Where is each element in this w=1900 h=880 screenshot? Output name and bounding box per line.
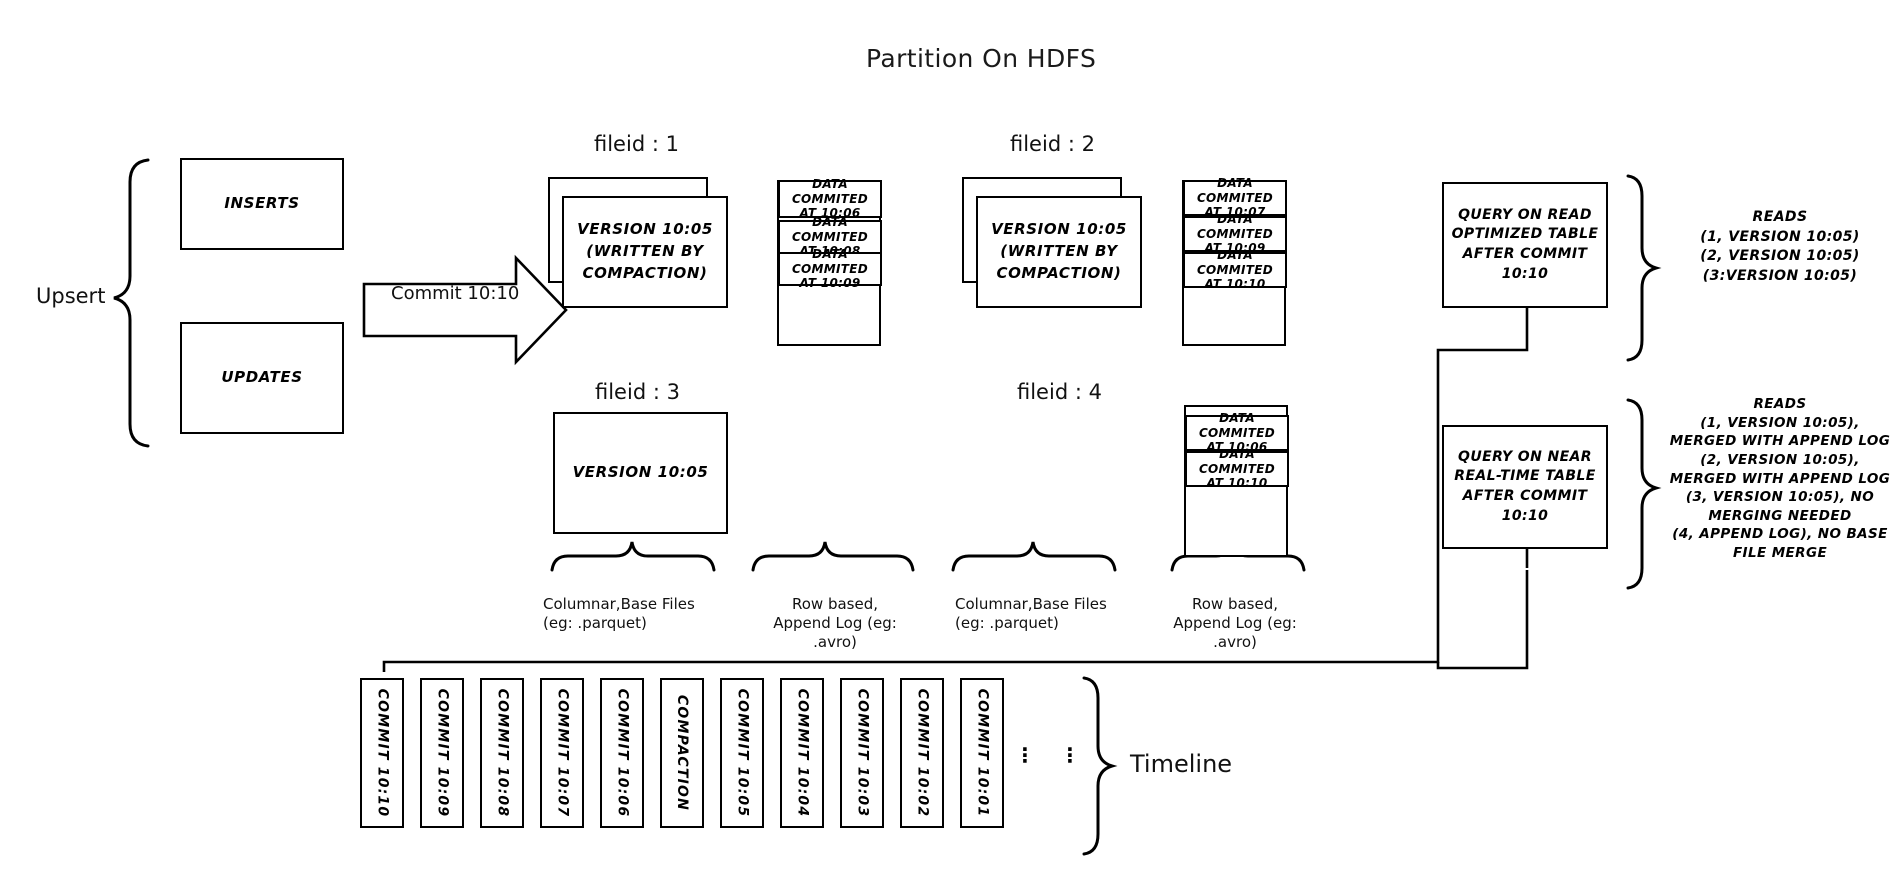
timeline-item-label: COMMIT 10:04 [794,688,811,818]
fileid-3-label: fileid : 3 [595,380,680,404]
fileid-1-log-entry-1: DATA COMMITED AT 10:06 [778,177,882,220]
updates-box: UPDATES [180,322,344,434]
timeline-item-label: COMMIT 10:07 [554,688,571,818]
fileid-3-base-file: VERSION 10:05 [553,412,728,534]
fileid-2-base-file: VERSION 10:05 (WRITTEN BY COMPACTION) [976,196,1142,308]
inserts-label: INSERTS [224,194,300,213]
timeline-item-2[interactable]: COMMIT 10:08 [480,678,524,828]
query-read-optimized-text: QUERY ON READ OPTIMIZED TABLE AFTER COMM… [1451,206,1599,282]
page-title: Partition On HDFS [866,44,1097,73]
fileid-2-base-file-text: VERSION 10:05 (WRITTEN BY COMPACTION) [991,220,1127,282]
timeline-item-0[interactable]: COMMIT 10:10 [360,678,404,828]
fileid-1-log-frame: DATA COMMITED AT 10:06 DATA COMMITED AT … [777,177,882,346]
fileid-1-label: fileid : 1 [594,132,679,156]
fileid-4-label: fileid : 4 [1017,380,1102,404]
inserts-box: INSERTS [180,158,344,250]
timeline-item-label: COMMIT 10:03 [854,688,871,818]
fileid-4-log-entry-2: DATA COMMITED AT 10:10 [1185,447,1289,490]
query-near-real-time-text: QUERY ON NEAR REAL-TIME TABLE AFTER COMM… [1454,448,1596,524]
fileid-2-log-entry-1: DATA COMMITED AT 10:07 [1183,176,1287,219]
updates-label: UPDATES [221,368,303,387]
timeline-item-7[interactable]: COMMIT 10:04 [780,678,824,828]
fileid-4-log-frame: DATA COMMITED AT 10:06 DATA COMMITED AT … [1184,405,1289,557]
fileid-2-log-entry-3: DATA COMMITED AT 10:10 [1183,248,1287,291]
timeline-item-3[interactable]: COMMIT 10:07 [540,678,584,828]
reads-near-real-time: READS (1, VERSION 10:05), MERGED WITH AP… [1669,396,1891,561]
timeline-item-label: COMMIT 10:09 [434,688,451,818]
reads-read-optimized: READS (1, VERSION 10:05) (2, VERSION 10:… [1700,209,1860,284]
commit-arrow-label: Commit 10:10 [391,283,520,304]
fileid-1-base-file-text: VERSION 10:05 (WRITTEN BY COMPACTION) [577,220,713,282]
timeline-item-8[interactable]: COMMIT 10:03 [840,678,884,828]
timeline-item-label: COMMIT 10:10 [374,688,391,818]
fileid-4-log-entry-1: DATA COMMITED AT 10:06 [1185,411,1289,454]
timeline-item-label: COMMIT 10:01 [974,688,991,818]
timeline-item-label: COMMIT 10:06 [614,688,631,818]
timeline-item-10[interactable]: COMMIT 10:01 [960,678,1004,828]
caption-rowlog-right: Row based, Append Log (eg: .avro) [1173,595,1297,651]
timeline-item-label: COMMIT 10:05 [734,688,751,818]
upsert-label: Upsert [36,284,106,308]
timeline-label: Timeline [1130,750,1233,778]
fileid-2-label: fileid : 2 [1010,132,1095,156]
timeline-ellipsis-1: ⋮ [1015,743,1035,767]
fileid-3-base-file-text: VERSION 10:05 [572,463,709,482]
fileid-2-log-entry-2: DATA COMMITED AT 10:09 [1183,212,1287,255]
timeline-ellipsis-2: ⋮ [1060,743,1080,767]
timeline-item-5[interactable]: COMPACTION [660,678,704,828]
timeline-item-label: COMMIT 10:02 [914,688,931,818]
query-read-optimized-box[interactable]: QUERY ON READ OPTIMIZED TABLE AFTER COMM… [1442,182,1608,308]
fileid-1-base-file: VERSION 10:05 (WRITTEN BY COMPACTION) [562,196,728,308]
caption-columnar-left: Columnar,Base Files (eg: .parquet) [543,595,695,632]
timeline-item-label: COMMIT 10:08 [494,688,511,818]
caption-rowlog-left: Row based, Append Log (eg: .avro) [773,595,897,651]
query-near-real-time-box[interactable]: QUERY ON NEAR REAL-TIME TABLE AFTER COMM… [1442,425,1608,549]
timeline-item-6[interactable]: COMMIT 10:05 [720,678,764,828]
caption-columnar-right: Columnar,Base Files (eg: .parquet) [955,595,1107,632]
timeline-item-1[interactable]: COMMIT 10:09 [420,678,464,828]
timeline-item-9[interactable]: COMMIT 10:02 [900,678,944,828]
timeline-item-4[interactable]: COMMIT 10:06 [600,678,644,828]
fileid-2-log-frame: DATA COMMITED AT 10:07 DATA COMMITED AT … [1182,176,1287,346]
fileid-1-log-entry-3: DATA COMMITED AT 10:09 [778,247,882,290]
timeline-item-label: COMPACTION [674,694,691,812]
